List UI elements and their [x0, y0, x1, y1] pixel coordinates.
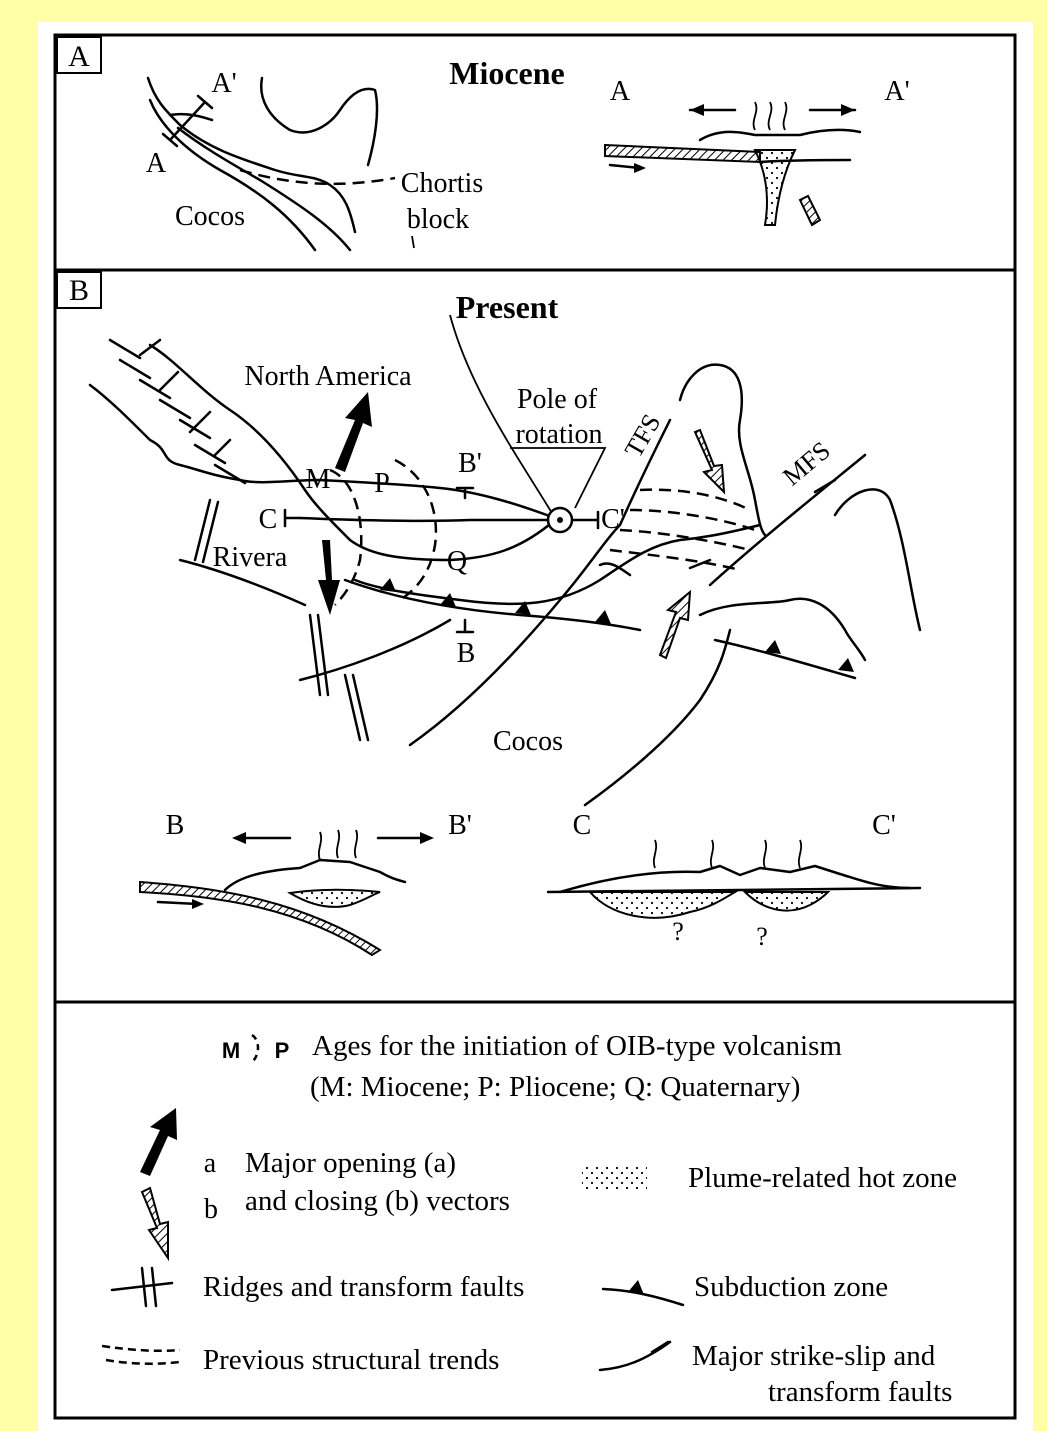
legend-ages-line2: (M: Miocene; P: Pliocene; Q: Quaternary)	[310, 1071, 800, 1103]
section-a-left-label: A	[610, 76, 631, 107]
label-b-prime: B'	[458, 448, 482, 479]
label-cocos-a: Cocos	[175, 201, 245, 232]
panel-a-tag: A	[68, 40, 90, 73]
section-b-left-label: B	[166, 810, 185, 841]
pole-center-dot	[557, 517, 563, 523]
label-rivera: Rivera	[213, 542, 288, 573]
panel-b-tag: B	[69, 274, 89, 307]
section-a-right-label: A'	[884, 76, 909, 107]
legend-strike-slip-line1: Major strike-slip and	[692, 1340, 936, 1372]
label-north-america: North America	[244, 361, 412, 392]
legend-plume-swatch	[582, 1165, 647, 1191]
label-p: P	[374, 468, 390, 499]
legend-previous-label: Previous structural trends	[203, 1344, 499, 1376]
legend-plume: Plume-related hot zone	[582, 1162, 957, 1194]
legend-ages-line1: Ages for the initiation of OIB-type volc…	[312, 1030, 842, 1062]
legend-symbol-m: M	[222, 1038, 240, 1063]
label-chortis: Chortis	[401, 168, 483, 199]
legend-symbol-p: P	[275, 1038, 290, 1063]
label-c-prime: C'	[601, 504, 625, 535]
label-cocos-b: Cocos	[493, 726, 563, 757]
section-c-question-2: ?	[756, 922, 768, 951]
label-block: block	[407, 204, 469, 235]
legend-vec-line2: and closing (b) vectors	[245, 1185, 510, 1217]
legend-strike-slip-line2: transform faults	[768, 1376, 952, 1408]
label-a: A	[146, 148, 167, 179]
label-m: M	[306, 464, 331, 495]
legend-vec-line1: Major opening (a)	[245, 1147, 456, 1179]
legend-plume-label: Plume-related hot zone	[688, 1162, 957, 1194]
label-b: B	[457, 638, 476, 669]
legend-vec-b: b	[204, 1194, 218, 1225]
section-b-right-label: B'	[448, 810, 472, 841]
panel-b-title: Present	[456, 289, 559, 325]
label-rotation: rotation	[515, 419, 602, 450]
label-pole-of: Pole of	[517, 384, 598, 415]
label-a-prime: A'	[211, 68, 236, 99]
section-c-left-label: C	[573, 810, 592, 841]
label-c: C	[259, 504, 278, 535]
section-c-question-1: ?	[672, 917, 684, 946]
legend-subduction-label: Subduction zone	[694, 1271, 888, 1303]
legend-vec-a: a	[204, 1148, 217, 1179]
section-c-right-label: C'	[872, 810, 896, 841]
legend-ridges-label: Ridges and transform faults	[203, 1271, 524, 1303]
label-q: Q	[447, 546, 467, 577]
panel-a-title: Miocene	[449, 55, 565, 91]
